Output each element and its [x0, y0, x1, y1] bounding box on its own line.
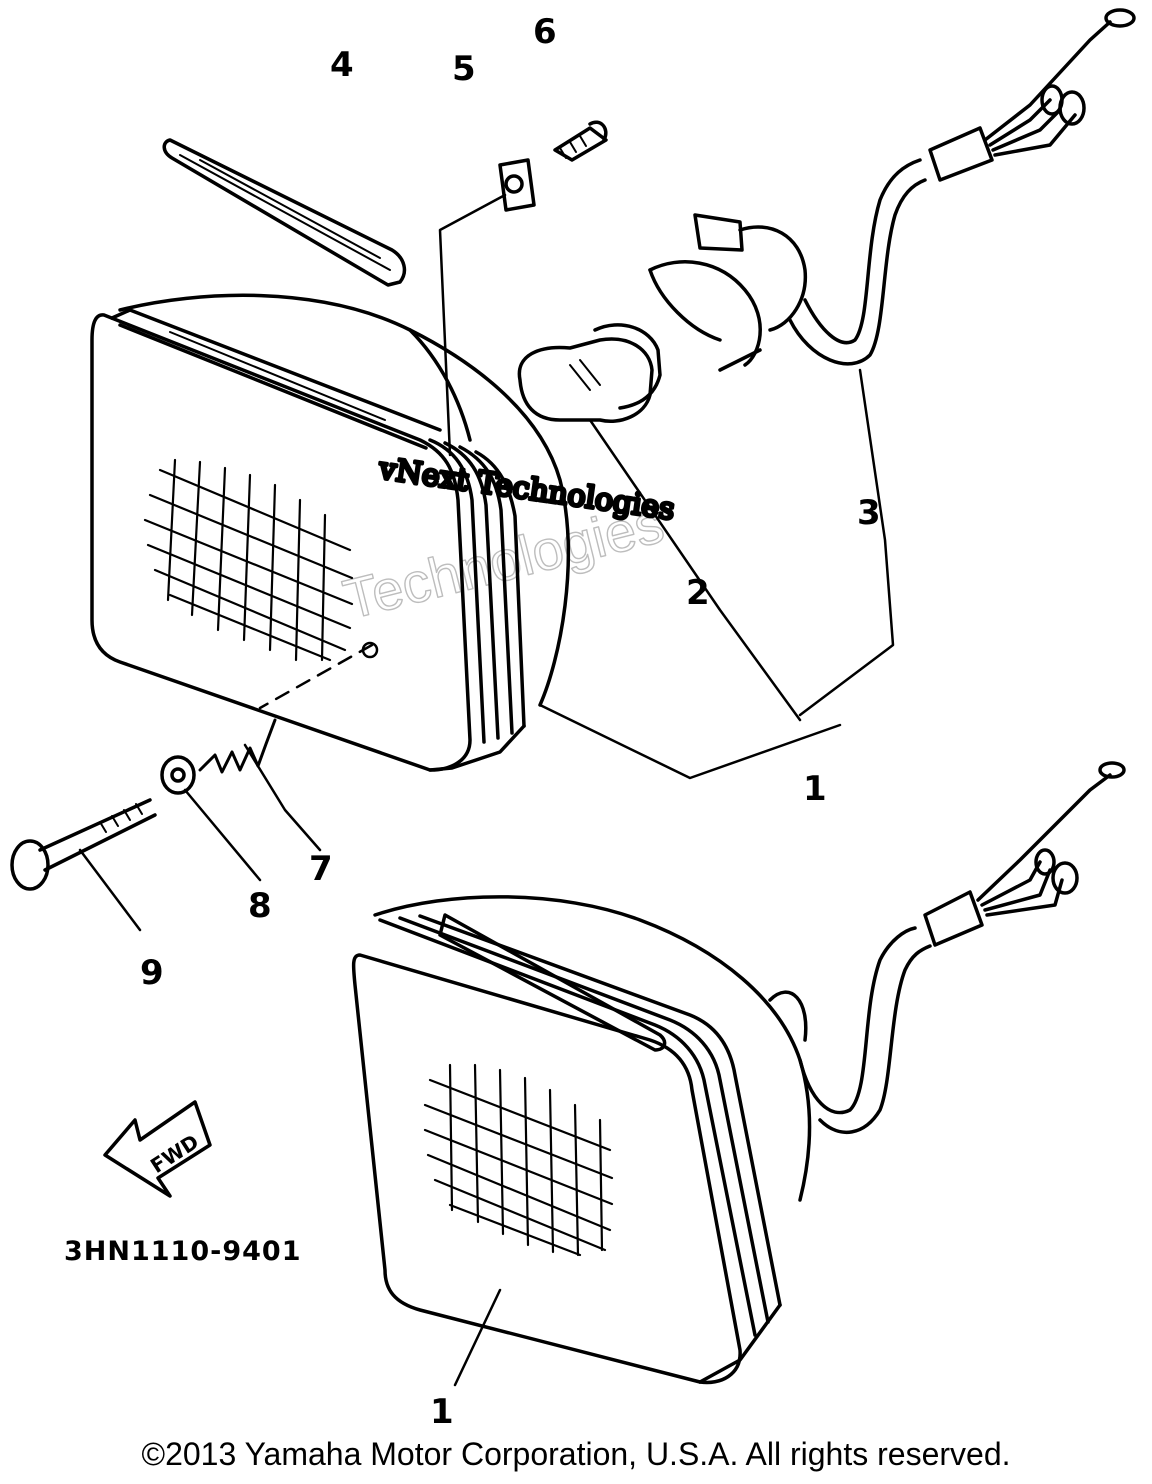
callout-4: 4 [330, 45, 354, 85]
part-7-spring [198, 718, 322, 852]
callout-2: 2 [686, 573, 710, 613]
part-3-socket-harness [648, 8, 1136, 717]
callout-6: 6 [533, 12, 557, 52]
fwd-label: FWD [146, 1129, 203, 1178]
callout-3: 3 [857, 493, 881, 533]
part-2-bulb [517, 323, 802, 722]
part-5-nut-plate [438, 158, 536, 457]
callouts: 4 5 6 3 2 1 7 8 9 1 [140, 12, 881, 1432]
callout-1-upper: 1 [803, 769, 827, 809]
upper-lens-grid [143, 458, 354, 662]
part-9-bolt [10, 798, 157, 932]
lower-lens-grid [423, 1063, 614, 1257]
lower-headlight [351, 761, 1126, 1387]
upper-headlight [90, 293, 842, 780]
drawing-code: 3HN1110-9401 [64, 1236, 302, 1267]
callout-5: 5 [452, 49, 476, 89]
callout-1-lower: 1 [430, 1392, 454, 1432]
part-4-rim-strip [162, 138, 407, 287]
fwd-arrow-icon: FWD [103, 1100, 212, 1198]
part-8-washer [160, 755, 262, 882]
copyright-notice: ©2013 Yamaha Motor Corporation, U.S.A. A… [141, 1436, 1011, 1472]
watermark-text: vNext Technologies [376, 451, 677, 527]
callout-7: 7 [309, 849, 333, 889]
callout-8: 8 [248, 886, 272, 926]
part-6-screw [553, 120, 608, 162]
callout-9: 9 [140, 953, 164, 993]
